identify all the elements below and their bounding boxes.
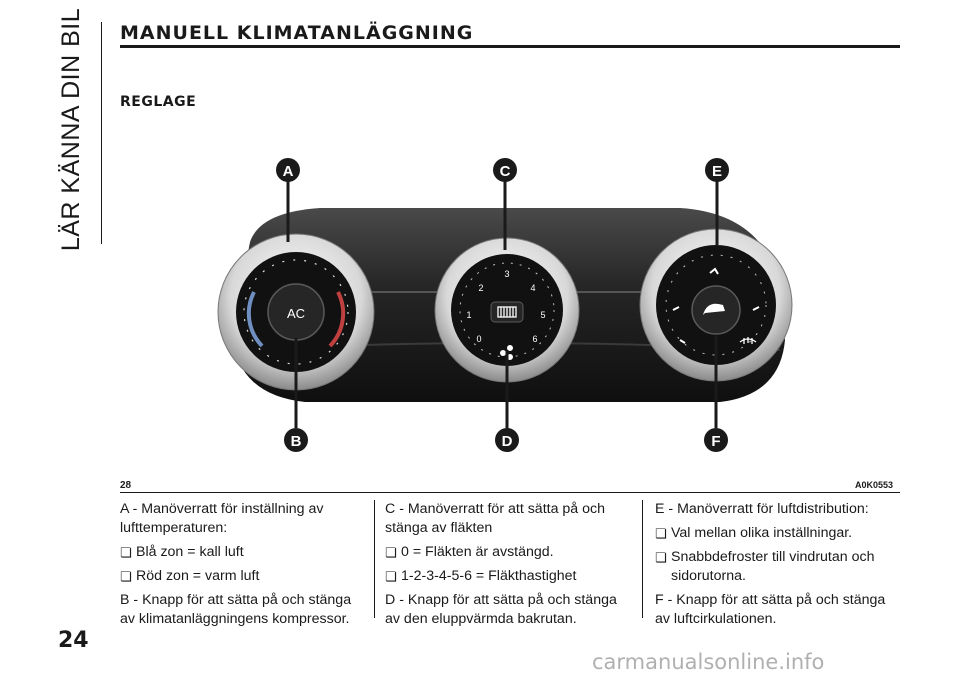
blue-zone-arc <box>246 291 264 348</box>
para-a: A - Manöverratt för inställning av luftt… <box>120 501 324 536</box>
speed-label-5: 5 <box>540 310 545 320</box>
text-column-3: E - Manöverratt för luftdistribution: Va… <box>655 500 900 634</box>
bullet-fan-off: 0 = Fläkten är avstängd. <box>385 543 630 562</box>
svg-text:D: D <box>502 433 513 450</box>
svg-text:E: E <box>712 163 722 180</box>
watermark: carmanualsonline.info <box>592 650 825 674</box>
para-e: E - Manöverratt för luftdistribution: <box>655 501 869 517</box>
figure-number: 28 <box>120 480 132 491</box>
vent-icon <box>672 267 760 344</box>
speed-label-6: 6 <box>532 334 537 344</box>
side-divider <box>101 22 102 244</box>
bullet-blue-zone: Blå zon = kall luft <box>120 543 360 562</box>
rear-defrost-icon <box>497 306 517 318</box>
recirculation-icon <box>703 303 725 315</box>
bullet-quick-defrost: Snabbdefroster till vindrutan och sidoru… <box>655 548 900 586</box>
figure-divider <box>120 492 900 493</box>
chapter-side-title: LÄR KÄNNA DIN BIL <box>57 7 86 251</box>
text-column-2: C - Manöverratt för att sätta på och stä… <box>385 500 630 634</box>
fan-knob: 3 2 4 1 5 0 6 <box>434 237 580 383</box>
speed-label-2: 2 <box>478 283 483 293</box>
bullet-red-zone: Röd zon = varm luft <box>120 567 360 586</box>
svg-text:F: F <box>711 433 720 450</box>
callout-c: C <box>493 158 517 182</box>
page-number: 24 <box>58 628 89 653</box>
para-d: D - Knapp för att sätta på och stänga av… <box>385 592 617 627</box>
para-b: B - Knapp för att sätta på och stänga av… <box>120 592 352 627</box>
callout-b: B <box>284 428 308 452</box>
speed-label-0: 0 <box>476 334 481 344</box>
figure-code: A0K0553 <box>855 480 894 490</box>
bullet-fan-speed: 1-2-3-4-5-6 = Fläkthastighet <box>385 567 630 586</box>
title-divider <box>120 45 900 48</box>
para-c: C - Manöverratt för att sätta på och stä… <box>385 501 606 536</box>
temperature-knob: AC <box>217 233 375 391</box>
para-f: F - Knapp för att sätta på och stänga av… <box>655 592 886 627</box>
air-distribution-knob <box>639 228 793 382</box>
callout-d: D <box>495 428 519 452</box>
ac-button-label: AC <box>287 306 305 321</box>
speed-label-4: 4 <box>530 283 535 293</box>
windscreen-defrost-icon <box>739 337 757 344</box>
climate-control-figure: AC 3 2 4 1 5 0 6 <box>217 158 793 452</box>
speed-label-3: 3 <box>504 269 509 279</box>
callout-f: F <box>704 428 728 452</box>
svg-text:A: A <box>283 163 294 180</box>
column-divider <box>374 500 375 618</box>
bullet-settings: Val mellan olika inställningar. <box>655 524 900 543</box>
callout-a: A <box>276 158 300 182</box>
svg-text:B: B <box>291 433 302 450</box>
section-title: REGLAGE <box>120 94 197 110</box>
speed-label-1: 1 <box>466 310 471 320</box>
callout-e: E <box>705 158 729 182</box>
svg-text:C: C <box>500 163 511 180</box>
red-zone-arc <box>328 291 346 348</box>
page-title: MANUELL KLIMATANLÄGGNING <box>120 22 474 44</box>
text-column-1: A - Manöverratt för inställning av luftt… <box>120 500 360 634</box>
column-divider <box>642 500 643 618</box>
